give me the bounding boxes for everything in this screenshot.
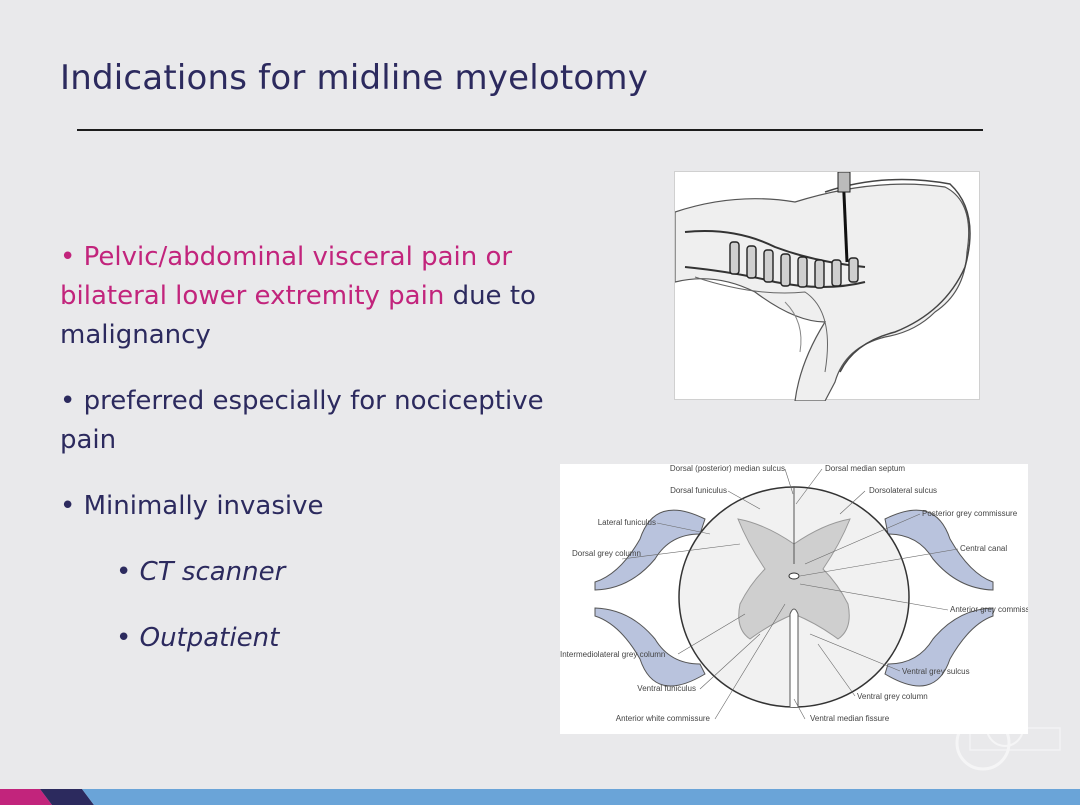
label-ventral-funiculus: Ventral funiculus — [637, 684, 696, 693]
label-central-canal: Central canal — [960, 544, 1007, 553]
bullet-item: • Minimally invasive — [60, 487, 580, 526]
bullet-highlight-text: Pelvic/abdominal visceral pain or bilate… — [60, 242, 513, 311]
myelotomy-illustration — [674, 171, 980, 402]
sub-bullet-item: • CT scanner — [116, 557, 285, 587]
bullet-marker: • — [60, 242, 76, 272]
label-dorsal-median-sulcus: Dorsal (posterior) median sulcus — [670, 464, 785, 473]
title-divider — [77, 129, 983, 131]
sub-bullet-item: • Outpatient — [116, 623, 279, 653]
spine-needle-drawing — [674, 171, 971, 402]
cord-diagram: Dorsal (posterior) median sulcus Dorsal … — [560, 464, 1042, 723]
label-dorsal-grey-column: Dorsal grey column — [572, 549, 641, 558]
watermark-logo — [955, 698, 1065, 778]
label-dorsolateral-sulcus: Dorsolateral sulcus — [869, 486, 937, 495]
bullet-text: due to malignancy — [60, 281, 536, 350]
label-intermediolateral: Intermediolateral grey column — [560, 650, 665, 659]
label-ventral-grey-column: Ventral grey column — [857, 692, 928, 701]
label-lateral-funiculus: Lateral funiculus — [598, 518, 656, 527]
label-ventral-grey-sulcus: Ventral grey sulcus — [902, 667, 970, 676]
bullet-marker: • — [116, 623, 132, 653]
slide-title: Indications for midline myelotomy — [60, 58, 649, 98]
label-dorsal-median-septum: Dorsal median septum — [825, 464, 905, 473]
label-anterior-white-commissure: Anterior white commissure — [616, 714, 711, 723]
bullet-text: preferred especially for nociceptive pai… — [60, 386, 544, 455]
label-dorsal-funiculus: Dorsal funiculus — [670, 486, 727, 495]
bullet-marker: • — [60, 491, 76, 521]
bullet-marker: • — [60, 386, 76, 416]
bullet-marker: • — [116, 557, 132, 587]
sub-bullet-text: Outpatient — [139, 623, 280, 653]
bullet-text: Minimally invasive — [83, 491, 324, 521]
bullet-item: • preferred especially for nociceptive p… — [60, 382, 580, 460]
label-posterior-grey-commissure: Posterior grey commissure — [922, 509, 1018, 518]
sub-bullet-text: CT scanner — [139, 557, 286, 587]
spinal-cord-cross-section: Dorsal (posterior) median sulcus Dorsal … — [560, 464, 1042, 734]
bullet-item: • Pelvic/abdominal visceral pain or bila… — [60, 238, 580, 355]
label-ventral-median-fissure: Ventral median fissure — [810, 714, 890, 723]
label-anterior-grey-commissure: Anterior grey commissure — [950, 605, 1028, 614]
bullet-list: • Pelvic/abdominal visceral pain or bila… — [60, 238, 580, 553]
bottom-accent-bar — [0, 789, 1080, 805]
